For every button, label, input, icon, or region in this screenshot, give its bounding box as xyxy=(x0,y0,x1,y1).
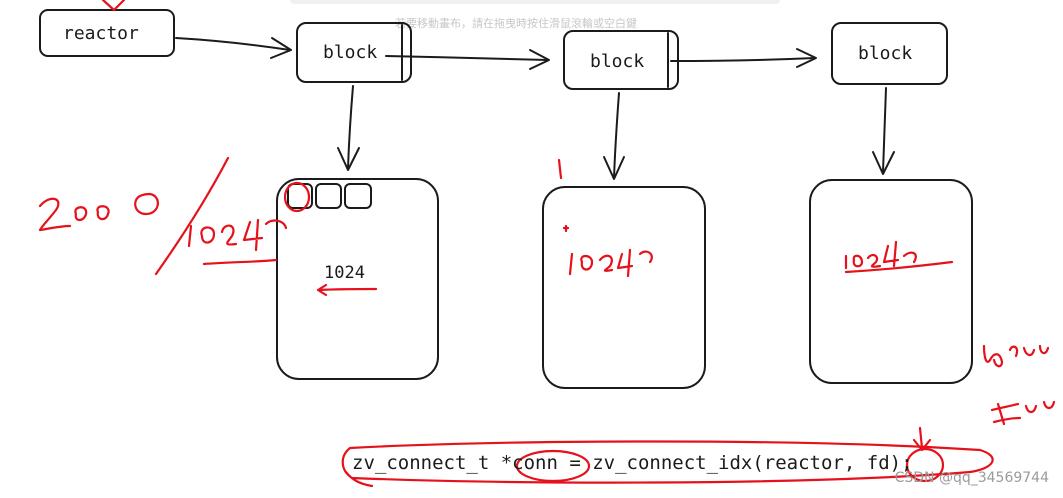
arrow-block1-block2 xyxy=(385,49,550,70)
watermark: CSDN @qq_34569744 xyxy=(894,470,1049,486)
block-3-label: block xyxy=(858,43,913,64)
pool-1-cell-3 xyxy=(344,183,372,209)
annotation-1024-pool3 xyxy=(844,240,917,270)
annotation-right-top xyxy=(982,344,1050,368)
annotation-pool2-mark xyxy=(557,158,570,233)
pool-1-cell-2 xyxy=(315,183,342,209)
annotation-fd-circle xyxy=(905,447,945,483)
arrow-block3-down xyxy=(872,87,895,175)
canvas-hint: 若要移動畫布，請在拖曳時按住滑鼠滾輪或空白鍵 xyxy=(395,17,637,30)
reactor-label: reactor xyxy=(63,23,139,44)
block-3-box[interactable] xyxy=(831,22,948,85)
reactor-box[interactable] xyxy=(39,9,175,57)
annotation-conn-circle xyxy=(515,449,591,483)
annotation-fd-arrow xyxy=(912,426,932,452)
canvas-top-bar xyxy=(290,0,780,4)
arrow-reactor-block1 xyxy=(175,37,292,59)
arrow-block1-down xyxy=(337,85,360,171)
annotation-right-bottom xyxy=(990,400,1056,426)
connection-pool-1[interactable] xyxy=(276,178,439,380)
reactor-top-mark xyxy=(101,0,126,12)
annotation-slash xyxy=(154,156,230,276)
block-1-label: block xyxy=(323,42,378,63)
arrow-block2-block3 xyxy=(670,48,817,68)
block-1-box[interactable] xyxy=(296,22,412,83)
annotation-code-oval xyxy=(341,440,994,488)
block-2-label: block xyxy=(590,51,645,72)
annotation-1024-left xyxy=(187,218,288,252)
arrow-block2-down xyxy=(603,92,625,180)
annotation-1024-pool2 xyxy=(568,248,653,278)
annotation-2000 xyxy=(38,192,159,232)
connection-pool-2[interactable] xyxy=(542,186,706,389)
pool-1-size-label: 1024 xyxy=(324,263,365,283)
code-line: zv_connect_t *conn = zv_connect_idx(reac… xyxy=(352,452,913,474)
annotation-1024-underline xyxy=(202,258,278,266)
annotation-pool3-underline xyxy=(844,260,954,274)
annotation-cell-circle xyxy=(283,181,311,213)
annotation-1024-label-underline xyxy=(316,283,378,297)
connection-pool-3[interactable] xyxy=(809,179,973,384)
